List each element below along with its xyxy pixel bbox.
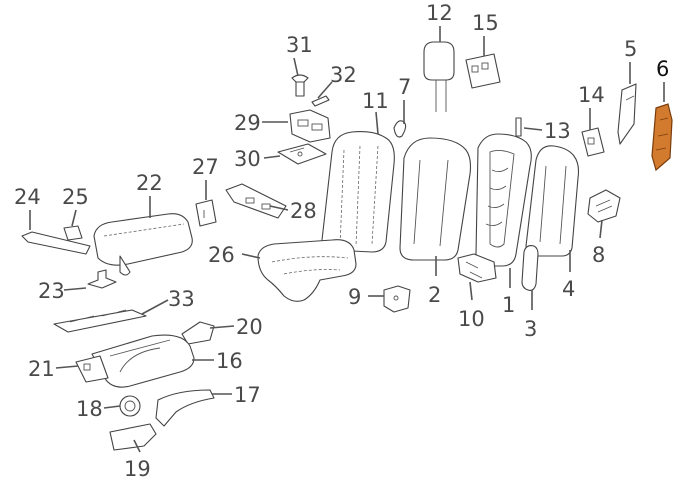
callout-13: 13 xyxy=(544,119,571,143)
part-32-pin xyxy=(311,95,330,107)
callout-29: 29 xyxy=(234,111,261,135)
part-11-backrest-cover xyxy=(321,131,395,253)
part-23-bracket xyxy=(87,269,117,289)
callout-23: 23 xyxy=(38,279,65,303)
part-12-headrest xyxy=(423,41,455,112)
callout-11: 11 xyxy=(362,89,389,113)
part-5-trim-strip xyxy=(617,83,637,145)
part-1-backrest-frame xyxy=(475,133,532,267)
callout-19: 19 xyxy=(124,457,151,481)
part-19-bracket xyxy=(109,423,157,451)
callout-labels: 31 32 29 30 11 12 15 7 13 14 5 6 27 28 2… xyxy=(14,1,669,481)
part-2-backrest-foam xyxy=(399,137,472,261)
part-17-side-trim xyxy=(155,389,215,427)
callout-15: 15 xyxy=(472,11,499,35)
part-3-side-trim xyxy=(521,245,539,291)
part-16-seat-pan xyxy=(91,334,195,388)
callout-22: 22 xyxy=(136,171,163,195)
part-26-seat-foam xyxy=(257,239,357,302)
part-22-seat-cushion xyxy=(93,213,193,276)
part-31-clip xyxy=(291,74,309,97)
part-13-rod xyxy=(515,117,522,137)
callout-21: 21 xyxy=(28,357,55,381)
callout-10: 10 xyxy=(458,307,485,331)
callout-1: 1 xyxy=(502,293,515,317)
part-4-back-panel xyxy=(525,145,580,257)
callout-33: 33 xyxy=(168,287,195,311)
part-30-bracket xyxy=(277,143,327,165)
part-10-mechanism xyxy=(457,253,497,283)
part-7-knob xyxy=(393,120,407,138)
part-28-trim xyxy=(225,183,287,219)
callout-25: 25 xyxy=(62,185,89,209)
part-18-knob xyxy=(119,395,141,417)
callout-24: 24 xyxy=(14,185,41,209)
callout-2: 2 xyxy=(428,283,441,307)
callout-5: 5 xyxy=(624,37,637,61)
callout-4: 4 xyxy=(562,277,575,301)
callout-18: 18 xyxy=(76,397,103,421)
callout-20: 20 xyxy=(236,315,263,339)
part-6-highlighted-trim xyxy=(651,103,673,172)
callout-16: 16 xyxy=(216,349,243,373)
callout-31: 31 xyxy=(286,33,313,57)
callout-12: 12 xyxy=(426,1,453,25)
callout-30: 30 xyxy=(234,147,261,171)
part-9-bracket xyxy=(383,285,411,313)
callout-9: 9 xyxy=(348,285,361,309)
part-14-bracket xyxy=(581,127,605,157)
callout-26: 26 xyxy=(208,243,235,267)
part-29-bracket xyxy=(289,109,331,143)
part-33-seat-mat xyxy=(53,309,147,333)
part-24-trim-rail xyxy=(21,231,91,255)
part-20-lever xyxy=(181,321,215,345)
callout-7: 7 xyxy=(398,75,411,99)
part-27-clip xyxy=(195,199,217,227)
part-21-bracket xyxy=(75,355,109,383)
callout-17: 17 xyxy=(234,383,261,407)
callout-14: 14 xyxy=(578,83,605,107)
callout-27: 27 xyxy=(192,155,219,179)
callout-3: 3 xyxy=(524,317,537,341)
callout-6-highlighted: 6 xyxy=(656,57,669,81)
callout-32: 32 xyxy=(330,63,357,87)
part-15-switch-panel xyxy=(465,53,501,89)
callout-arrows xyxy=(29,26,665,453)
part-25-clip xyxy=(63,225,83,241)
callout-8: 8 xyxy=(592,243,605,267)
callout-28: 28 xyxy=(290,199,317,223)
part-8-pump xyxy=(587,189,621,223)
